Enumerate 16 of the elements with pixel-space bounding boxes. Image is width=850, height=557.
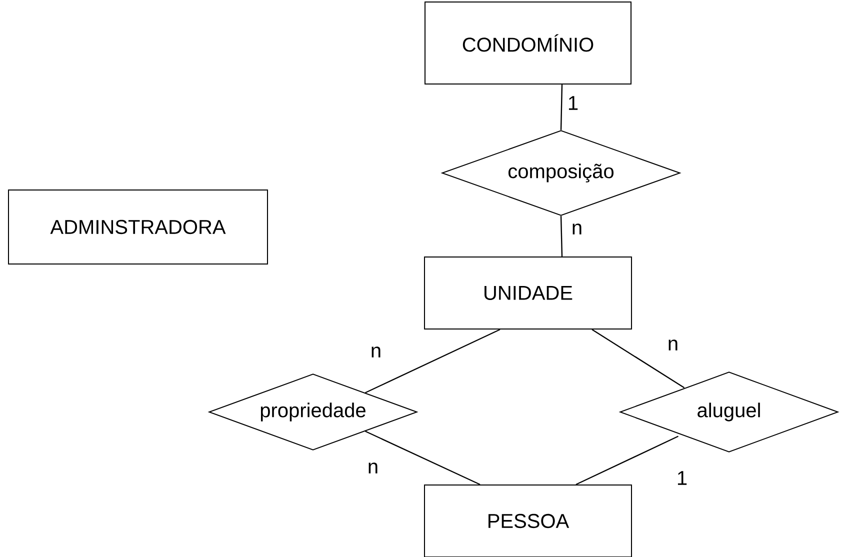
entity-box: CONDOMÍNIO — [424, 2, 632, 84]
connector-line — [576, 436, 679, 486]
connector-line — [592, 328, 685, 388]
cardinality-label: 1 — [678, 471, 687, 485]
connector-line — [560, 84, 563, 130]
cardinality-label: 1 — [568, 96, 578, 110]
cardinality-label: n — [372, 346, 380, 358]
connector-line — [365, 328, 500, 394]
entity-box: PESSOA — [424, 484, 632, 557]
cardinality-label: n — [668, 340, 678, 350]
cardinality-label: n — [368, 462, 378, 474]
connector-line — [365, 430, 480, 486]
entity-box: ADMINSTRADORA — [8, 190, 268, 264]
connector-line — [560, 216, 563, 257]
entity-box: UNIDADE — [424, 256, 632, 330]
cardinality-label: n — [572, 224, 582, 234]
